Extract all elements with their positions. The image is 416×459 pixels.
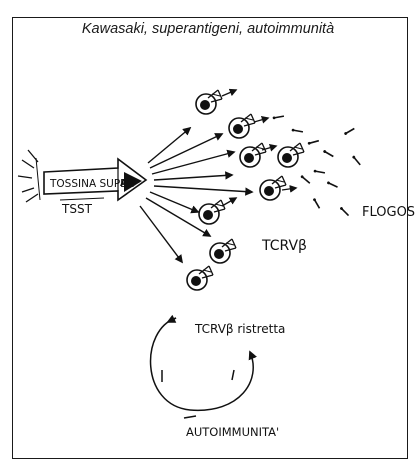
autoimmunity-label: AUTOIMMUNITA'	[186, 425, 279, 439]
toxin-arrow	[18, 150, 146, 202]
tcr-restricted-label: TCRVβ ristretta	[194, 322, 285, 336]
inflammation-mediators	[272, 115, 361, 217]
ag-label: AG	[120, 178, 136, 189]
flogosis-label: FLOGOS.	[362, 205, 416, 220]
tsst-label: TSST	[61, 202, 93, 216]
activation-arrows	[140, 128, 252, 262]
tcr-label: TCRVβ	[261, 238, 307, 254]
